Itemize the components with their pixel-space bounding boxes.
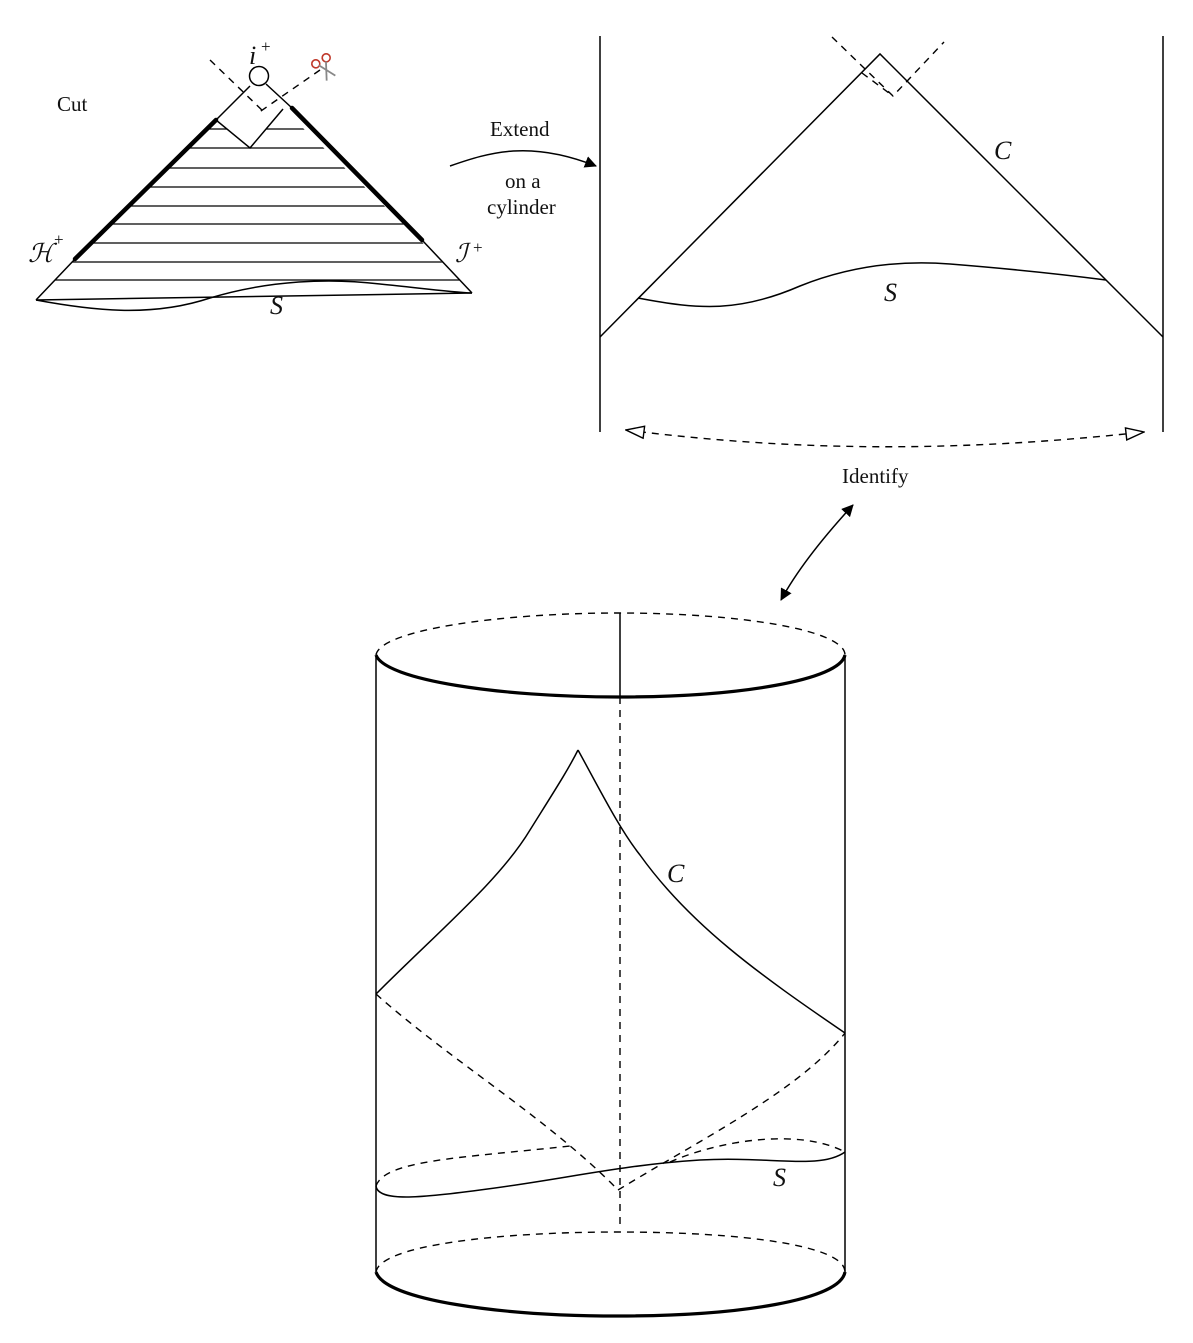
apex-box-left [861, 72, 894, 97]
bottom-ellipse-back [375, 1231, 846, 1273]
horizon-label: ℋ [28, 239, 58, 268]
extended-diagram: C S [599, 36, 1164, 448]
surface-s-flat-label: S [884, 278, 897, 307]
i-plus-point [248, 65, 270, 87]
right-edge [421, 239, 473, 294]
cut-dash-left [209, 59, 266, 114]
top-ellipse-front [374, 654, 847, 699]
base-line [35, 292, 473, 301]
horizon-edge [72, 117, 219, 262]
cylinder: C S [374, 612, 847, 1318]
horizon-sup: + [54, 230, 64, 249]
top-ellipse-back [375, 612, 846, 656]
surface-s-flat [637, 262, 1107, 308]
cut-label: Cut [57, 92, 88, 116]
upper-left-edge [215, 85, 251, 121]
identify-arc [626, 430, 1144, 448]
surface-s-small [35, 280, 473, 312]
scri-sup: + [473, 238, 483, 257]
extend-label: Extend [490, 117, 550, 141]
extend-arrow-curve [449, 149, 597, 168]
cone-right-dash [617, 1032, 846, 1191]
curve-c-cyl-label: C [667, 859, 685, 888]
surface-s-back [375, 1145, 571, 1187]
upper-right-edge [265, 83, 293, 109]
cut-dash-right [257, 69, 321, 114]
cut-notch [215, 108, 284, 150]
surface-s-cyl-label: S [773, 1163, 786, 1192]
bottom-ellipse-front [374, 1271, 847, 1318]
cone-left-dash [375, 993, 619, 1191]
left-edge [35, 258, 76, 301]
identify-label: Identify [842, 464, 909, 488]
scri-label: ℐ [455, 239, 471, 268]
on-a-label: on a [505, 169, 541, 193]
cylinder-label: cylinder [487, 195, 556, 219]
cone-right-curve [577, 749, 846, 1034]
surface-s-front [375, 1151, 846, 1198]
curve-c-label: C [994, 136, 1012, 165]
surface-s-back-right [669, 1138, 846, 1163]
identify-curve [780, 504, 854, 601]
cone-outline [599, 52, 1164, 338]
apex-box [831, 36, 945, 97]
extend-arrow: Extend on a cylinder [449, 117, 597, 219]
identify-arrow: Identify [780, 464, 909, 601]
cut-diagram: Cut i + [28, 37, 483, 320]
hatching [36, 128, 472, 281]
surface-s-small-label: S [270, 291, 283, 320]
i-plus-label: i [249, 41, 256, 70]
scissors-icon [311, 53, 336, 81]
cone-left-curve [375, 749, 579, 995]
i-plus-sup: + [261, 37, 271, 56]
scri-edge [289, 105, 425, 243]
